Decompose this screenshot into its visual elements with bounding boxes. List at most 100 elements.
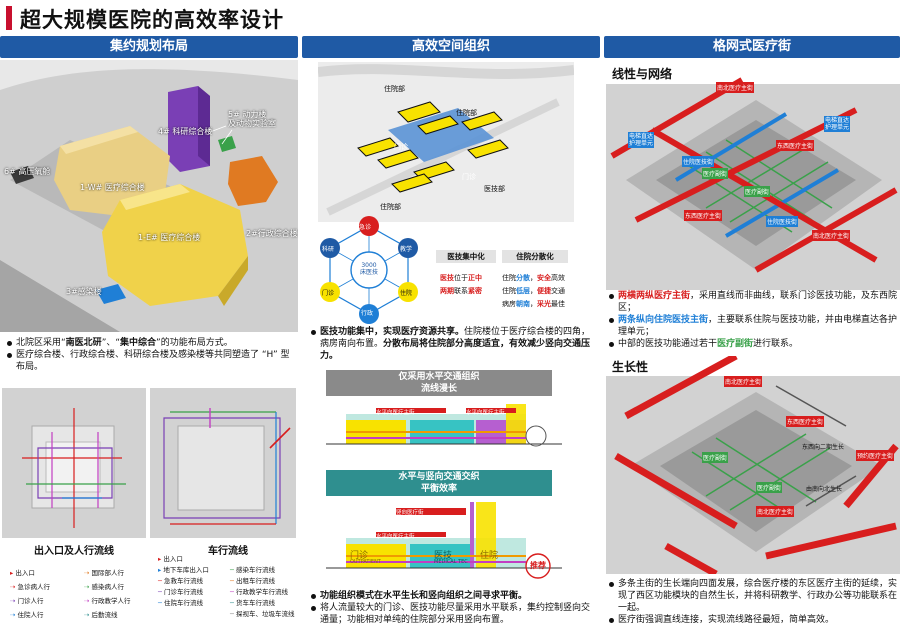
hex-node-emergency: 急诊 bbox=[359, 224, 372, 231]
tag1-ward-street-a: 住院医技街 bbox=[682, 156, 715, 167]
tag2-ns-street-a: 南北医疗主街 bbox=[724, 376, 763, 387]
label-b2: 2#行政综合楼 bbox=[246, 229, 298, 238]
column-header-street: 格网式医疗街 bbox=[604, 36, 900, 58]
legend-v-admin: 行政教学车行流线 bbox=[236, 588, 288, 596]
hex-node-outpatient: 门诊 bbox=[322, 290, 335, 297]
label-mz1: 门诊 bbox=[394, 143, 408, 151]
planning-bullet-2: 医疗综合楼、行政综合楼、科研综合楼及感染楼等共同塑造了 “H” 型布局。 bbox=[6, 349, 296, 373]
sec2-label-yj: 医技 bbox=[434, 551, 453, 561]
building-1e-yellow bbox=[102, 184, 248, 306]
tag-medtech-central: 医技集中化 bbox=[436, 250, 496, 263]
section-mixed-drawing bbox=[326, 502, 562, 579]
sec2-label-zy: 住院 bbox=[480, 551, 499, 561]
tag1-ns-street-b: 南北医疗主街 bbox=[812, 230, 851, 241]
hex-node-teach: 教学 bbox=[400, 246, 413, 253]
sec2-vertical-street: 竖向医疗街 bbox=[396, 510, 424, 516]
sec2-label-yj-en: MEDICAL TEC bbox=[434, 559, 468, 565]
column-header-space: 高效空间组织 bbox=[302, 36, 600, 58]
sec2-label-mz: 门诊 bbox=[350, 551, 369, 561]
building-3-infectious bbox=[96, 284, 126, 304]
recommend-stamp: 推荐 bbox=[530, 561, 546, 570]
page-title: 超大规模医院的高效率设计 bbox=[20, 8, 284, 32]
tag1-ew-street-b: 东西医疗主街 bbox=[684, 210, 723, 221]
sec2-label-mz-en: OUTPATIENT bbox=[350, 559, 381, 565]
legend-item-emergency: 急诊病人行 bbox=[17, 583, 51, 591]
tag1-sub-street-a: 医疗副街 bbox=[702, 168, 729, 179]
grid-street-diagram-1: 南北医疗主街 电梯直达 护理单元 电梯直达 护理单元 东西医疗主街 住院医技街 … bbox=[606, 60, 900, 290]
tag2-sub-street-a: 医疗副街 bbox=[702, 452, 729, 463]
box-horizontal-vertical: 水平与竖向交通交织平衡效率 bbox=[326, 470, 552, 496]
legend-v-outpatient: 门诊车行流线 bbox=[164, 588, 203, 596]
legend-item-logistics: 后勤流线 bbox=[91, 611, 118, 619]
title-accent-mark bbox=[6, 6, 12, 30]
hex-node-inpatient: 住院 bbox=[400, 290, 413, 297]
caption-vehicle: 车行流线 bbox=[208, 546, 248, 557]
label-b5: 5# 动力楼 及动物实验室 bbox=[228, 110, 276, 128]
space-plan-image: 住院部 住院部 住院部 医技部 门诊 门诊 bbox=[317, 62, 575, 222]
street-bullets-1: 两横两纵医疗主街，采用直线而非曲线，联系门诊医技功能，及东西院区； 两条纵向住院… bbox=[608, 290, 898, 350]
column-header-planning: 集约规划布局 bbox=[0, 36, 298, 58]
grid-street-drawing-2 bbox=[606, 352, 900, 578]
label-1e: 1-E# 医疗综合楼 bbox=[138, 233, 201, 242]
tag2-sn-growth: 由南向北生长 bbox=[806, 486, 843, 493]
label-b6: 6# 高压氧舱 bbox=[4, 167, 51, 176]
tag2-booking-street: 预约医疗主街 bbox=[856, 450, 895, 461]
tag1-ew-street-a: 东西医疗主街 bbox=[776, 140, 815, 151]
tag1-elevator-b: 电梯直达 护理单元 bbox=[824, 116, 851, 132]
pedestrian-flow-drawing bbox=[2, 388, 146, 538]
label-b3: 3#感染楼 bbox=[66, 287, 102, 296]
legend-v-infect: 感染车行流线 bbox=[236, 566, 275, 574]
legend-item-outpatient: 门诊人行 bbox=[17, 597, 44, 605]
tag1-ns-street-a: 南北医疗主街 bbox=[716, 82, 755, 93]
legend-v-visit: 探视车、垃圾车流线 bbox=[236, 610, 295, 618]
label-1w: 1-W# 医疗综合楼 bbox=[80, 183, 145, 192]
sec2-street: 水平向医疗主街 bbox=[376, 534, 415, 540]
legend-item-intl: 国际部人行 bbox=[91, 569, 125, 577]
tag2-ns-street-b: 南北医疗主街 bbox=[756, 506, 795, 517]
aerial-massing-drawing bbox=[0, 60, 298, 332]
aerial-massing-image: 4# 科研综合楼 5# 动力楼 及动物实验室 6# 高压氧舱 1-W# 医疗综合… bbox=[0, 60, 298, 332]
space-bullet-1: 医技功能集中，实现医疗资源共享。住院楼位于医疗综合楼的四角，病房南向布置。分散布… bbox=[310, 326, 596, 362]
legend-item-entrance: 出入口 bbox=[15, 569, 35, 577]
hex-center: 3000 床医技 bbox=[359, 262, 378, 276]
grid-street-diagram-2: 南北医疗主街 东西医疗主街 东西向二期生长 医疗副街 医疗副街 南北医疗主街 由… bbox=[606, 352, 900, 578]
vehicle-flow-map bbox=[150, 388, 296, 538]
space-bullet-2: 功能组织模式在水平生长和竖向组织之间寻求平衡。 bbox=[310, 590, 598, 602]
legend-v-ambulance: 急救车行流线 bbox=[164, 577, 203, 585]
building-2-admin bbox=[228, 156, 278, 206]
label-yj: 医技部 bbox=[484, 185, 505, 193]
legend-v-taxi: 出租车行流线 bbox=[236, 577, 275, 585]
notes-inpatient: 住院分散，安全高效 住院低层，便捷交通 病房朝南，采光最佳 bbox=[502, 274, 565, 308]
tag2-sub-street-b: 医疗副街 bbox=[756, 482, 783, 493]
grid-street-drawing-1 bbox=[606, 77, 900, 290]
subheading-linear: 线性与网络 bbox=[612, 67, 673, 81]
label-b4: 4# 科研综合楼 bbox=[158, 127, 213, 136]
tag1-ward-street-b: 住院医技街 bbox=[766, 216, 799, 227]
legend-v-inpatient: 住院车行流线 bbox=[164, 599, 203, 607]
sec1-street-b: 水平向医疗主街 bbox=[466, 410, 505, 416]
box-horizontal-only: 仅采用水平交通组织流线漫长 bbox=[326, 370, 552, 396]
legend-item-admin: 行政教学人行 bbox=[91, 597, 131, 605]
tag2-ew-growth: 东西向二期生长 bbox=[802, 444, 845, 451]
legend-item-infect: 感染病人行 bbox=[91, 583, 125, 591]
tag1-sub-street-b: 医疗副街 bbox=[744, 186, 771, 197]
function-hex-diagram bbox=[320, 216, 418, 324]
legend-item-inpatient: 住院人行 bbox=[17, 611, 44, 619]
street-growth-bullet-1: 多条主街的生长端向四面发展，综合医疗楼的东区医疗主街的延续，实现了西区功能模块的… bbox=[608, 578, 898, 614]
sec1-street-a: 水平向医疗主街 bbox=[376, 410, 415, 416]
label-mz2: 门诊 bbox=[462, 173, 476, 181]
street-bullet-3: 中部的医技功能通过若干医疗副街进行联系。 bbox=[608, 338, 898, 350]
tag1-elevator-a: 电梯直达 护理单元 bbox=[628, 132, 655, 148]
space-plan-drawing bbox=[317, 62, 575, 222]
pedestrian-flow-map bbox=[2, 388, 146, 538]
label-zy1: 住院部 bbox=[456, 109, 477, 117]
tag-inpatient-dispersed: 住院分散化 bbox=[502, 250, 568, 263]
street-bullets-2: 多条主街的生长端向四面发展，综合医疗楼的东区医疗主街的延续，实现了西区功能模块的… bbox=[608, 578, 898, 626]
hex-node-research: 科研 bbox=[322, 246, 335, 253]
notes-medtech: 医技位于正中 两期联系紧密 bbox=[440, 274, 482, 295]
tag2-ew-street: 东西医疗主街 bbox=[786, 416, 825, 427]
label-zy2: 住院部 bbox=[380, 203, 401, 211]
legend-v-garage: 地下车库出入口 bbox=[163, 566, 209, 574]
caption-pedestrian: 出入口及人行流线 bbox=[34, 546, 114, 557]
legend-v-freight: 货车车行流线 bbox=[236, 599, 275, 607]
